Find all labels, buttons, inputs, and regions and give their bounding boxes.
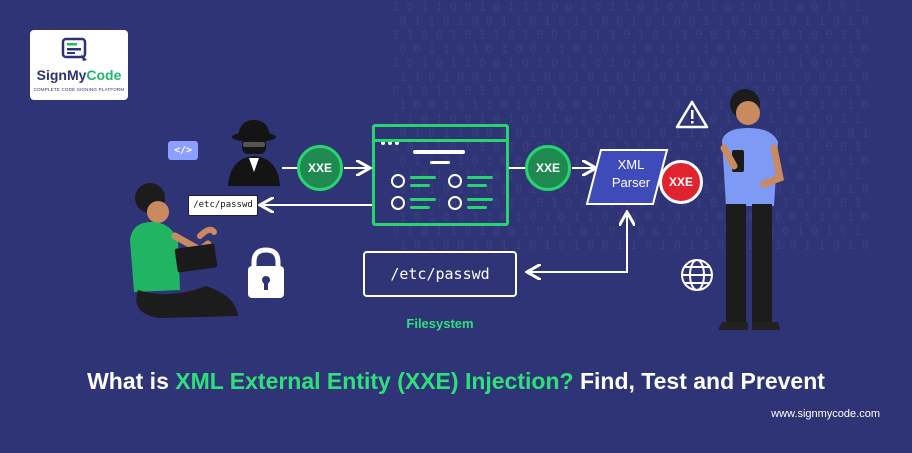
filesystem-path-box: /etc/passwd xyxy=(363,251,517,297)
xml-parser-shape xyxy=(585,149,669,205)
title-part2: Find, Test and Prevent xyxy=(573,368,825,394)
xml-parser-line2: Parser xyxy=(611,175,651,190)
xml-parser-label: XML Parser xyxy=(595,156,667,192)
title-highlight: XML External Entity (XXE) Injection? xyxy=(175,368,574,394)
signmycode-logo-icon xyxy=(61,37,87,61)
leaked-path-label: /etc/passwd xyxy=(188,195,258,216)
title-part1: What is xyxy=(87,368,176,394)
brand-tagline: COMPLETE CODE SIGNING PLATFORM xyxy=(33,87,125,92)
window-titlebar-line xyxy=(375,139,506,142)
xxe-badge-left: XXE xyxy=(297,145,343,191)
lock-icon xyxy=(248,247,284,298)
signmycode-logo[interactable]: SignMyCode COMPLETE CODE SIGNING PLATFOR… xyxy=(30,30,128,100)
globe-icon xyxy=(681,259,713,291)
woman-with-tablet-illustration xyxy=(130,183,238,318)
man-with-phone-illustration xyxy=(718,89,785,330)
brand-name-part2: Code xyxy=(86,67,122,83)
filesystem-label: Filesystem xyxy=(406,316,474,331)
website-url[interactable]: www.signmycode.com xyxy=(771,408,880,420)
warning-icon xyxy=(675,100,709,129)
xml-parser-line1: XML xyxy=(617,157,645,172)
window-dots xyxy=(381,130,402,149)
brand-name-part1: SignMy xyxy=(36,67,87,83)
page-title: What is XML External Entity (XXE) Inject… xyxy=(0,368,912,395)
web-application-window xyxy=(372,124,509,226)
app-window-content xyxy=(391,150,493,210)
hacker-icon xyxy=(228,120,280,186)
brand-name: SignMyCode xyxy=(30,67,128,83)
arrow-parser-to-filesystem xyxy=(529,212,628,272)
code-icon: </> xyxy=(168,141,198,160)
xxe-badge-middle: XXE xyxy=(525,145,571,191)
xxe-alert-badge: XXE xyxy=(659,160,703,204)
